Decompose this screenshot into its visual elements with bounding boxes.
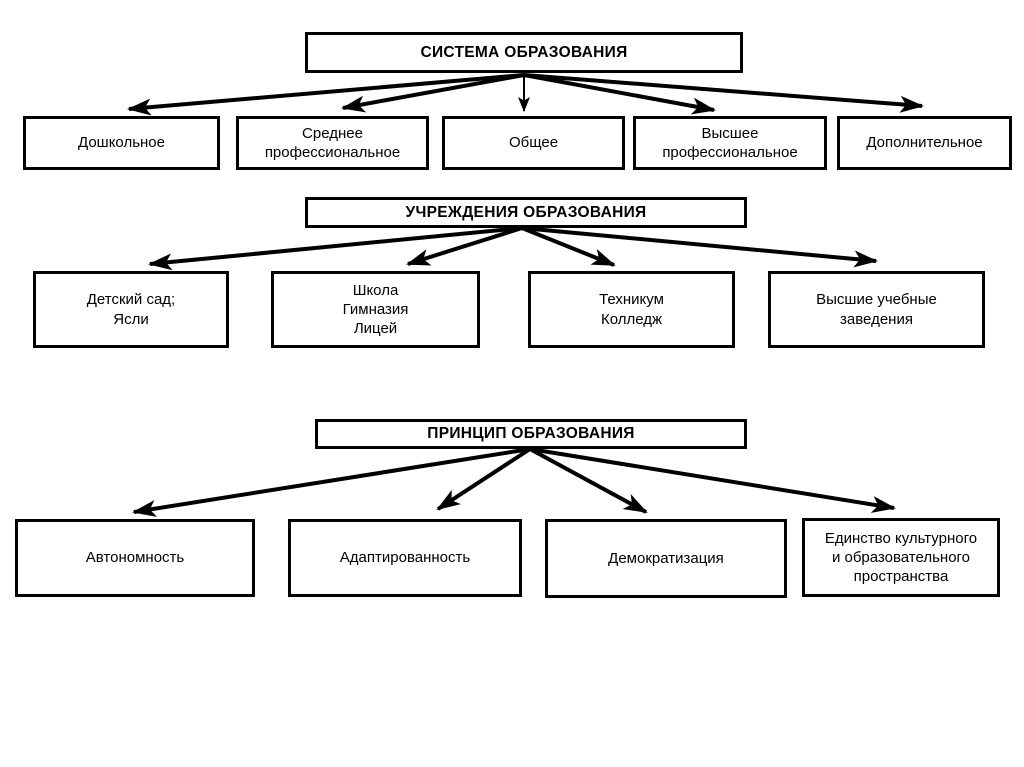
arrow-system-to-srednee-prof [341,73,525,113]
node-label: Дополнительное [866,134,983,152]
arrow-printsip-to-adaptirovannost [436,447,532,511]
node-label: Детский сад; Ясли [86,291,176,328]
section-header-printsip-obrazovaniya: ПРИНЦИП ОБРАЗОВАНИЯ [315,419,747,449]
section-header-sistema-obrazovaniya: СИСТЕМА ОБРАЗОВАНИЯ [305,32,743,73]
section-header-label: УЧРЕЖДЕНИЯ ОБРАЗОВАНИЯ [405,203,647,221]
arrow-uchrezhdeniya-to-shkola [406,226,523,266]
node-label: Высшее профессиональное [662,124,798,161]
node-detskiy-sad-yasli: Детский сад; Ясли [33,271,229,348]
node-label: Техникум Колледж [599,291,664,328]
node-tekhnikum-kolledzh: Техникум Колледж [528,271,735,348]
arrow-printsip-to-demokratizatsiya [529,447,648,514]
arrow-printsip-to-avtonomnost [132,447,531,517]
arrow-uchrezhdeniya-to-tekhnikum [521,226,616,267]
node-obshchee: Общее [442,116,625,170]
node-label: Общее [508,134,559,152]
node-doshkolnoe: Дошкольное [23,116,220,170]
section-header-label: ПРИНЦИП ОБРАЗОВАНИЯ [427,425,635,443]
node-avtonomnost: Автономность [15,519,255,597]
node-label: Единство культурного и образовательного … [824,529,978,586]
section-header-uchrezhdeniya-obrazovaniya: УЧРЕЖДЕНИЯ ОБРАЗОВАНИЯ [305,197,747,228]
node-srednee-professionalnoe: Среднее профессиональное [236,116,429,170]
arrow-printsip-to-edinstvo [529,447,896,513]
node-label: Демократизация [608,549,724,567]
node-demokratizatsiya: Демократизация [545,519,787,598]
section-header-label: СИСТЕМА ОБРАЗОВАНИЯ [420,43,628,61]
node-label: Среднее профессиональное [264,124,401,161]
node-label: Дошкольное [78,134,165,152]
node-adaptirovannost: Адаптированность [288,519,522,597]
arrow-uchrezhdeniya-to-detskiy-sad [148,226,523,271]
arrow-system-to-doshkolnoe [127,73,525,116]
node-vysshee-professionalnoe: Высшее профессиональное [633,116,827,170]
arrow-uchrezhdeniya-to-vuz [521,226,878,268]
node-edinstvo-prostranstva: Единство культурного и образовательного … [802,518,1000,597]
node-label: Школа Гимназия Лицей [342,281,409,338]
node-shkola-gimnaziya-litsey: Школа Гимназия Лицей [271,271,480,348]
arrow-system-to-vysshee-prof [523,73,716,115]
node-label: Автономность [85,549,185,567]
node-vysshie-uchebnye-zavedeniya: Высшие учебные заведения [768,271,985,348]
arrow-system-to-dopolnitelnoe [523,73,924,113]
node-label: Адаптированность [339,549,471,567]
node-dopolnitelnoe: Дополнительное [837,116,1012,170]
node-label: Высшие учебные заведения [816,291,937,328]
